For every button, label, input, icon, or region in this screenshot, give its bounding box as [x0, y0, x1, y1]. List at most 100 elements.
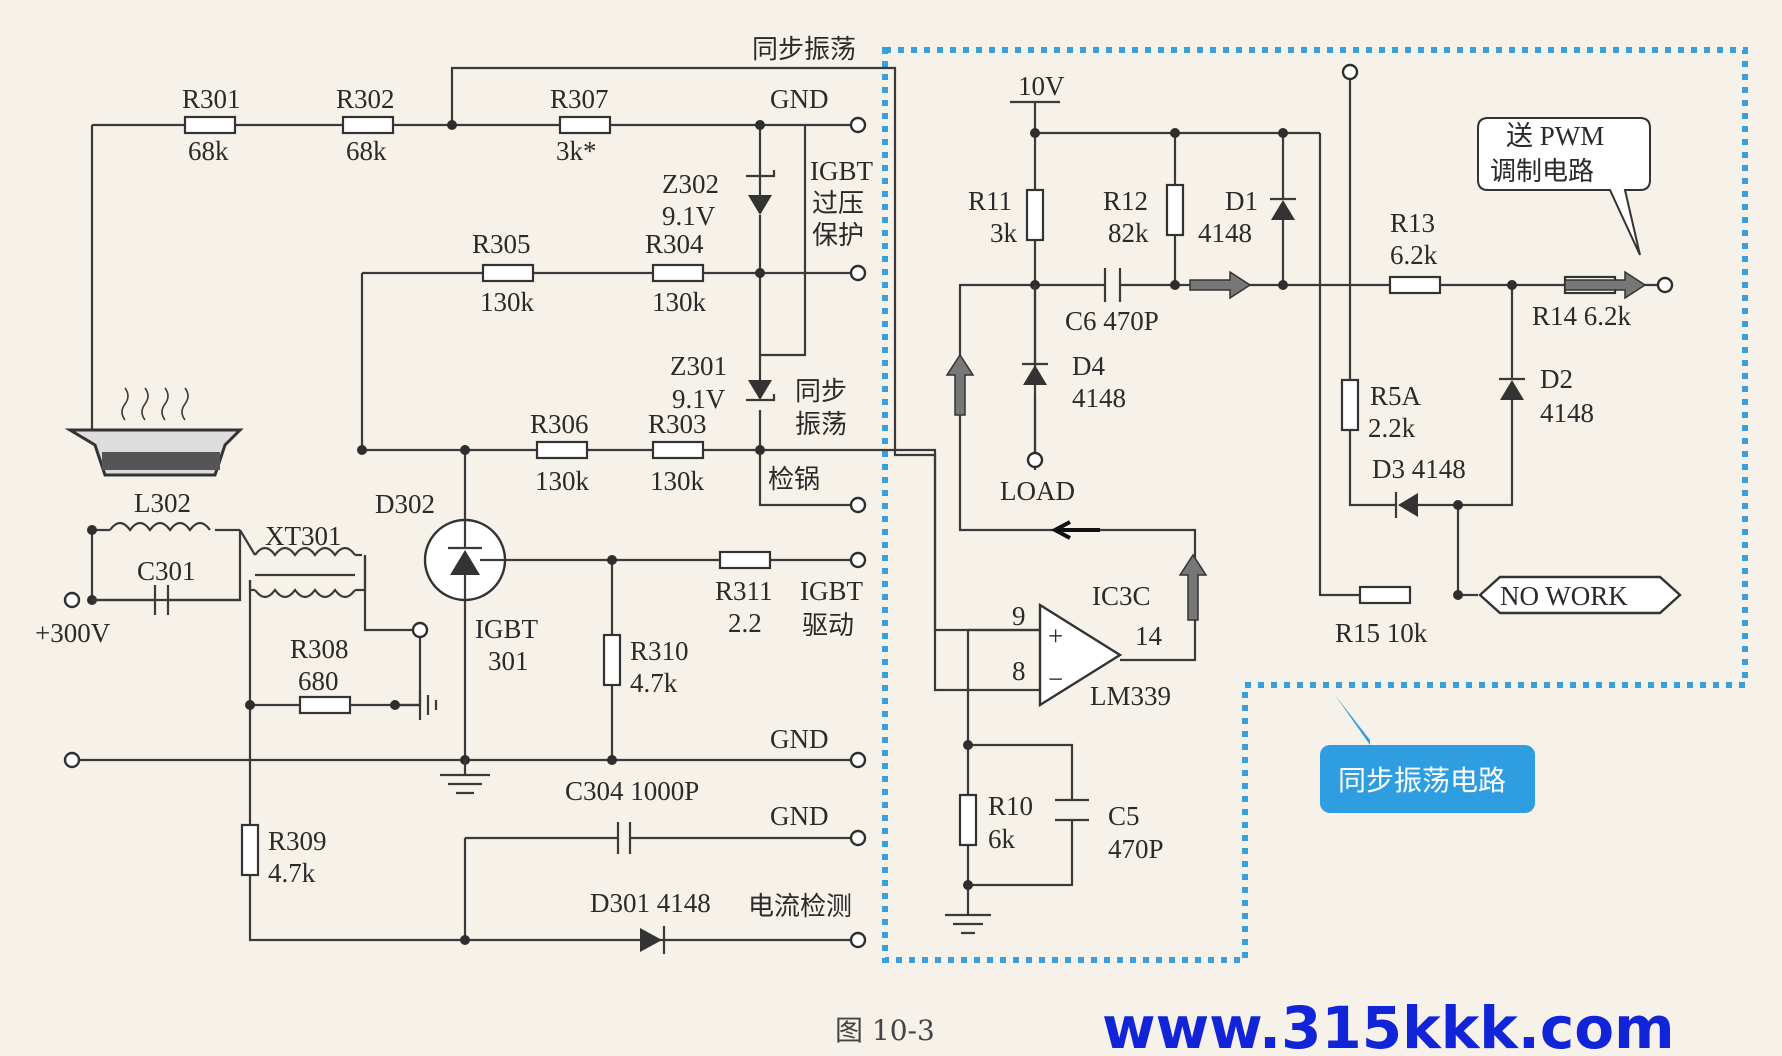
- label-pan-detect: 检锅: [768, 465, 820, 495]
- label-z302: Z302: [662, 169, 719, 199]
- label-l302: L302: [134, 488, 191, 518]
- label-z301: Z301: [670, 351, 727, 381]
- label-r311-val: 2.2: [728, 608, 762, 638]
- label-r13-val: 6.2k: [1390, 240, 1438, 270]
- ground-symbols-left: [418, 690, 490, 795]
- label-r309: R309: [268, 826, 327, 856]
- label-load: LOAD: [1000, 476, 1075, 506]
- label-igbt-drv: IGBT: [800, 576, 863, 606]
- label-c5-val: 470P: [1108, 834, 1164, 864]
- label-d2: D2: [1540, 364, 1573, 394]
- left-terminals: [63, 116, 867, 949]
- label-pin14: 14: [1135, 621, 1163, 651]
- label-r310: R310: [630, 636, 689, 666]
- label-sync-osc-mid2: 振荡: [795, 410, 847, 440]
- label-no-work: NO WORK: [1500, 581, 1628, 611]
- diode-d301: [640, 926, 666, 954]
- label-r305-val: 130k: [480, 287, 535, 317]
- label-r307: R307: [550, 84, 609, 114]
- label-sync-osc-mid1: 同步: [795, 377, 847, 407]
- right-terminals: [1026, 63, 1674, 469]
- label-pin8: 8: [1012, 656, 1026, 686]
- label-r309-val: 4.7k: [268, 858, 316, 888]
- label-v10: 10V: [1018, 71, 1065, 101]
- label-r304-val: 130k: [652, 287, 707, 317]
- label-igbt301-a: IGBT: [475, 614, 538, 644]
- label-plus300v: +300V: [35, 618, 111, 648]
- cooking-pan-icon: [64, 387, 244, 477]
- diode-d3: [1394, 492, 1418, 518]
- capacitor-c304: [616, 822, 632, 854]
- op-amp-ic3c: + −: [1038, 602, 1123, 708]
- label-r301: R301: [182, 84, 241, 114]
- svg-text:−: −: [1048, 664, 1063, 694]
- label-r12: R12: [1103, 186, 1148, 216]
- label-r303: R303: [648, 409, 707, 439]
- label-igbt-drv-cn: 驱动: [802, 611, 854, 641]
- label-r310-val: 4.7k: [630, 668, 678, 698]
- label-gnd1: GND: [770, 84, 829, 114]
- label-igbt-ov-cn2: 保护: [812, 221, 864, 251]
- ground-symbol-right: [945, 913, 991, 935]
- label-badge: 同步振荡电路: [1338, 764, 1506, 797]
- watermark-url: www.315kkk.com: [1102, 994, 1675, 1056]
- label-d4-val: 4148: [1072, 383, 1126, 413]
- label-sync-osc-top: 同步振荡: [752, 35, 856, 65]
- signal-arrows: [945, 270, 1647, 621]
- label-r5a: R5A: [1370, 381, 1422, 411]
- label-d3: D3 4148: [1372, 454, 1466, 484]
- diode-d2: [1499, 377, 1525, 400]
- igbt-301: [423, 518, 507, 602]
- label-r15: R15 10k: [1335, 618, 1428, 648]
- sync-osc-region-box: [882, 47, 1748, 963]
- label-ic3c: IC3C: [1092, 581, 1151, 611]
- zener-z302: [746, 170, 776, 215]
- label-xt301: XT301: [265, 521, 342, 551]
- transformer-xt301: [239, 529, 367, 599]
- label-r11: R11: [968, 186, 1012, 216]
- label-r301-val: 68k: [188, 136, 229, 166]
- label-d1-val: 4148: [1198, 218, 1252, 248]
- label-gnd3: GND: [770, 801, 829, 831]
- label-r302: R302: [336, 84, 395, 114]
- label-gnd2: GND: [770, 724, 829, 754]
- pwm-callout: [1477, 117, 1651, 256]
- label-r305: R305: [472, 229, 531, 259]
- right-junctions: [963, 128, 1517, 890]
- label-c5: C5: [1108, 801, 1140, 831]
- label-r302-val: 68k: [346, 136, 387, 166]
- capacitor-c301: [92, 585, 240, 615]
- figure-caption: 图 10-3: [835, 1014, 935, 1047]
- label-igbt-ov-cn1: 过压: [812, 189, 864, 219]
- label-z301-val: 9.1V: [672, 384, 726, 414]
- capacitor-c6: [1103, 268, 1122, 302]
- label-r303-val: 130k: [650, 466, 705, 496]
- label-r306-val: 130k: [535, 466, 590, 496]
- label-igbt301-b: 301: [488, 646, 529, 676]
- label-d1: D1: [1225, 186, 1258, 216]
- label-r308: R308: [290, 634, 349, 664]
- label-r13: R13: [1390, 208, 1435, 238]
- label-igbt-ov: IGBT: [810, 156, 873, 186]
- diode-d4: [1022, 285, 1048, 385]
- capacitor-c5: [1055, 798, 1089, 822]
- inductor-l302: [109, 521, 211, 532]
- label-r10-val: 6k: [988, 824, 1016, 854]
- label-c304: C304 1000P: [565, 776, 699, 806]
- sync-osc-badge: [1320, 695, 1535, 813]
- label-r12-val: 82k: [1108, 218, 1149, 248]
- label-pwm-line1: 送 PWM: [1506, 121, 1604, 151]
- label-z302-val: 9.1V: [662, 201, 716, 231]
- left-wiring: [70, 66, 1040, 942]
- label-d2-val: 4148: [1540, 398, 1594, 428]
- label-c301: C301: [137, 556, 196, 586]
- zener-z301: [746, 370, 776, 402]
- diode-d1: [1270, 197, 1296, 220]
- component-labels: 同步振荡 R301 68k R302 68k R307 3k* GND Z302…: [35, 35, 1675, 1056]
- no-work-tag: [1478, 575, 1682, 615]
- label-d302: D302: [375, 489, 435, 519]
- label-c6: C6 470P: [1065, 306, 1159, 336]
- label-r304: R304: [645, 229, 704, 259]
- label-r5a-val: 2.2k: [1368, 413, 1416, 443]
